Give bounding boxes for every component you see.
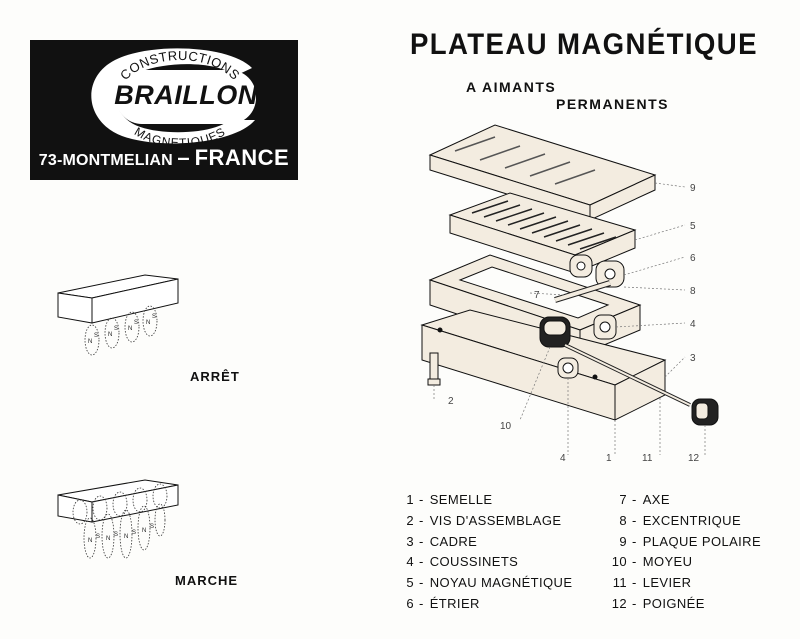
callout-6: 6 — [690, 253, 696, 264]
legend-item: 5-NOYAU MAGNÉTIQUE — [406, 575, 573, 591]
legend-item: 11-LEVIER — [612, 575, 692, 591]
bearing-part — [557, 314, 617, 379]
legend-column-left: 1-SEMELLE 2-VIS D'ASSEMBLAGE 3-CADRE 4-C… — [392, 490, 572, 615]
logo-oval — [116, 70, 256, 124]
callout-leaders — [433, 182, 706, 455]
callout-8: 8 — [690, 286, 696, 297]
handle-part — [691, 398, 719, 426]
svg-text:S: S — [94, 333, 98, 339]
svg-text:N: N — [88, 538, 92, 544]
logo-address: 73-MONTMELIAN – FRANCE — [30, 145, 298, 171]
callout-4-lower: 4 — [560, 453, 566, 464]
svg-text:S: S — [152, 314, 156, 320]
callout-4-upper: 4 — [690, 319, 696, 330]
callout-5: 5 — [690, 221, 696, 232]
on-state-label: MARCHE — [175, 573, 239, 588]
callout-9: 9 — [690, 183, 696, 194]
block-side-face — [91, 278, 179, 324]
legend-item: 9-PLAQUE POLAIRE — [619, 533, 762, 549]
assembly-screw-part — [427, 352, 441, 386]
svg-text:S: S — [114, 532, 118, 538]
svg-text:N: N — [128, 326, 132, 332]
address-country: FRANCE — [194, 145, 290, 170]
legend-item: 6-ÉTRIER — [406, 595, 480, 611]
callout-2: 2 — [448, 396, 454, 407]
parts-legend: 1-SEMELLE 2-VIS D'ASSEMBLAGE 3-CADRE 4-C… — [392, 490, 792, 620]
off-state-label: ARRÊT — [190, 369, 240, 384]
svg-text:S: S — [114, 326, 118, 332]
legend-item: 1-SEMELLE — [406, 492, 493, 507]
on-state-illustration: NS NS NS NS — [57, 479, 179, 559]
exploded-assembly-diagram: 9 5 6 8 4 3 7 2 10 4 1 11 12 — [420, 124, 719, 464]
address-city: 73-MONTMELIAN — [38, 152, 173, 169]
legend-column-right: 7-AXE 8-EXCENTRIQUE 9-PLAQUE POLAIRE 10-… — [605, 490, 761, 615]
legend-item: 7-AXE — [619, 492, 670, 507]
legend-item: 8-EXCENTRIQUE — [619, 512, 742, 528]
block-front-face — [57, 292, 93, 324]
svg-text:N: N — [124, 534, 128, 540]
callout-1: 1 — [606, 453, 612, 464]
company-logo: CONSTRUCTIONS BRAILLON MAGNETIQUES 73-MO… — [30, 40, 298, 180]
address-separator: – — [177, 145, 191, 170]
subtitle-line-1: A AIMANTS — [466, 79, 557, 95]
svg-text:N: N — [108, 332, 112, 338]
legend-item: 2-VIS D'ASSEMBLAGE — [406, 512, 562, 528]
logo-brand: BRAILLON — [114, 80, 257, 110]
field-lines — [72, 483, 168, 559]
svg-text:S: S — [132, 530, 136, 536]
svg-text:S: S — [150, 524, 154, 530]
svg-text:N: N — [142, 528, 146, 534]
subtitle-line-2: PERMANENTS — [556, 96, 670, 112]
page-title: PLATEAU MAGNÉTIQUE — [410, 28, 758, 61]
callout-11: 11 — [642, 453, 653, 464]
svg-text:S: S — [134, 320, 138, 326]
svg-text:N: N — [106, 536, 110, 542]
svg-text:N: N — [146, 320, 150, 326]
svg-text:N: N — [88, 339, 92, 345]
legend-item: 10-MOYEU — [611, 554, 693, 570]
callout-12: 12 — [688, 453, 700, 464]
magnetic-loops — [84, 305, 158, 356]
pole-plate-part — [428, 124, 657, 221]
off-state-illustration: NS NS NS NS — [57, 274, 179, 356]
hub-part — [539, 316, 571, 348]
callout-7: 7 — [534, 290, 540, 301]
base-plate-part — [420, 309, 667, 421]
legend-item: 4-COUSSINETS — [406, 554, 519, 570]
svg-text:S: S — [96, 534, 100, 540]
callout-10: 10 — [500, 421, 512, 432]
logo-emblem: CONSTRUCTIONS BRAILLON MAGNETIQUES — [91, 48, 257, 150]
stirrup-part — [569, 254, 625, 288]
block-side-face — [91, 484, 179, 523]
callout-3: 3 — [690, 353, 696, 364]
legend-item: 3-CADRE — [406, 533, 478, 549]
legend-item: 12-POIGNÉE — [611, 595, 705, 611]
